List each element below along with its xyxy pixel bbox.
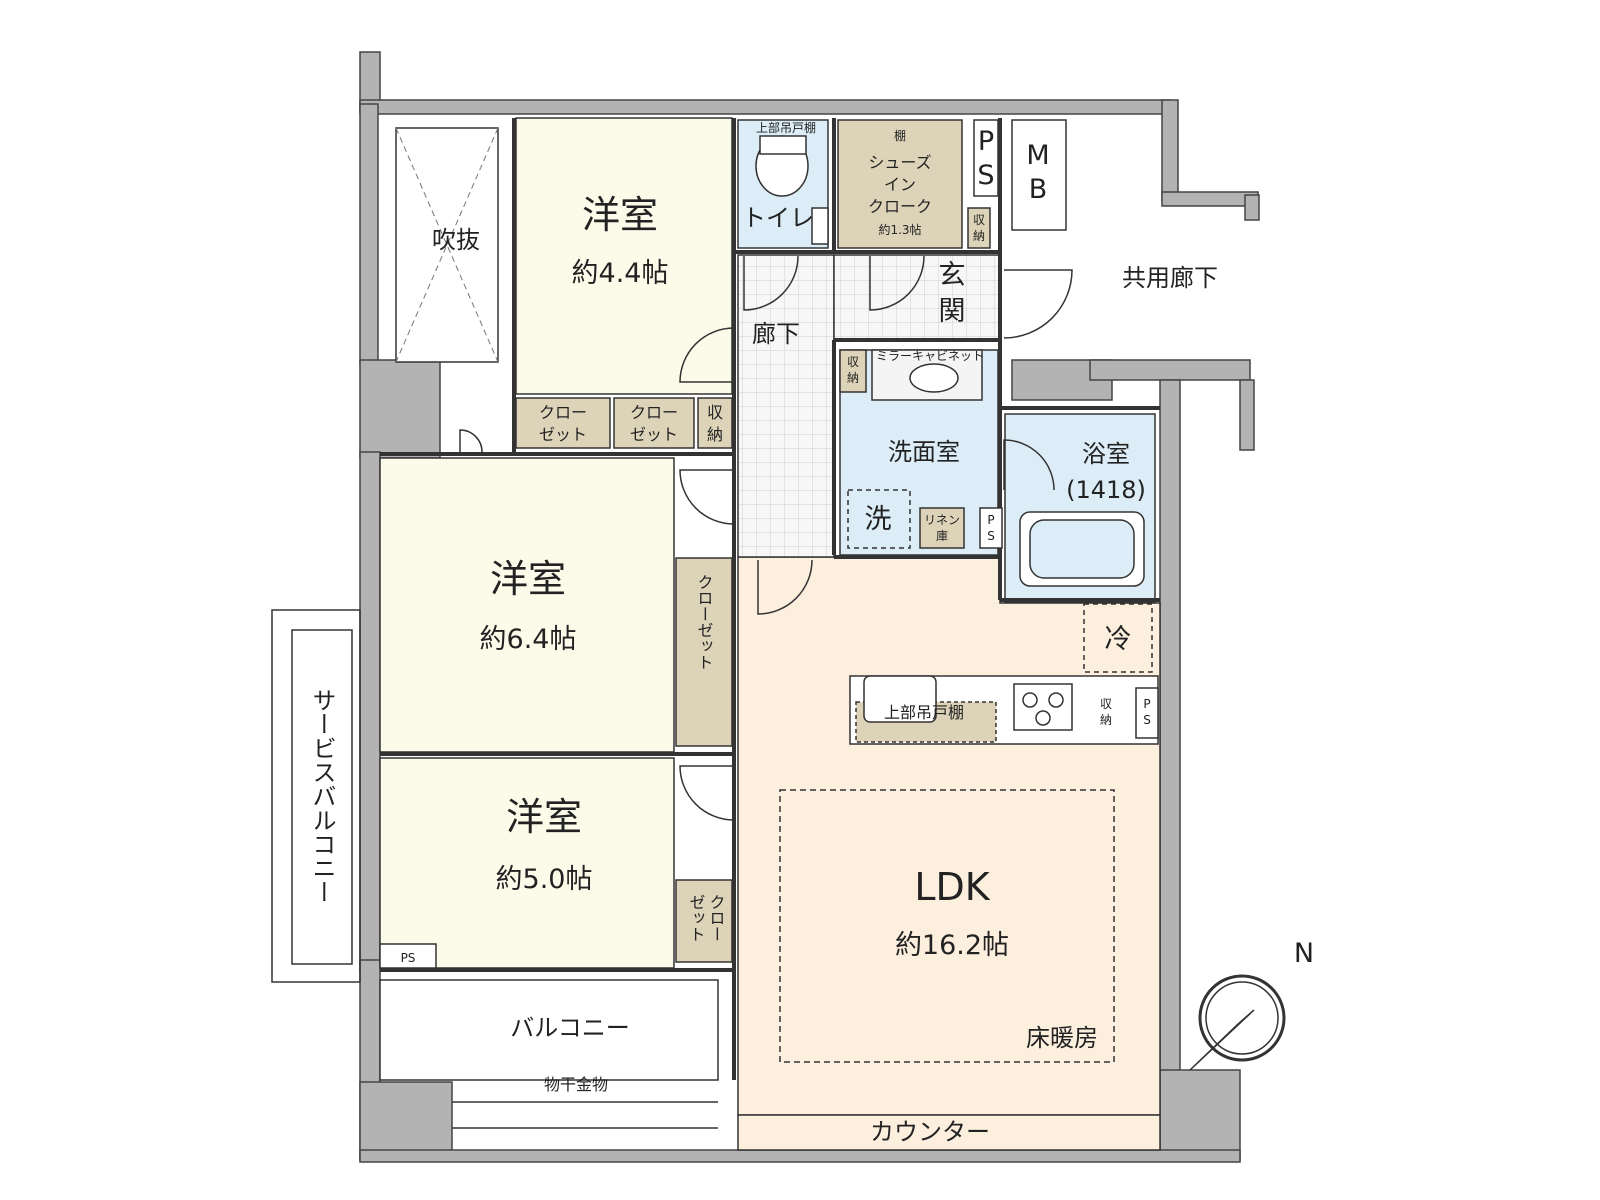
toilet-label: トイレ xyxy=(742,204,814,232)
ps-3-line1: P xyxy=(1143,697,1150,711)
interior-walls xyxy=(380,118,1160,1080)
closet-2-line1: クロー xyxy=(630,403,678,422)
ps-2-line2: S xyxy=(987,529,995,543)
linen-line2: 庫 xyxy=(936,529,948,543)
room-western-2-name: 洋室 xyxy=(490,557,566,601)
bathroom-label: 浴室 xyxy=(1082,440,1130,468)
kitchen-shelf-label: 上部吊戸棚 xyxy=(884,703,964,722)
closet-vertical-label: クローゼット xyxy=(695,574,714,670)
atrium xyxy=(395,127,499,363)
mb-line1: M xyxy=(1026,140,1049,171)
shoes-closet-line3: クローク xyxy=(868,197,932,216)
room-ldk-size: 約16.2帖 xyxy=(895,930,1009,961)
storage-2-line1: 収 xyxy=(847,355,859,369)
storage-4-line1: 収 xyxy=(1100,697,1112,711)
shoes-closet-line1: シューズ xyxy=(868,153,931,172)
storage-1-line2: 納 xyxy=(707,425,723,444)
atrium-label: 吹抜 xyxy=(432,226,480,254)
storage-3-line1: 収 xyxy=(973,213,985,227)
ps-2-line1: P xyxy=(987,513,994,527)
fridge-label: 冷 xyxy=(1105,624,1132,655)
balcony-label: バルコニー xyxy=(510,1014,630,1042)
floor-heating-note: 床暖房 xyxy=(1026,1024,1098,1052)
room-western-2-size: 約6.4帖 xyxy=(480,624,577,655)
closet-1-line2: ゼット xyxy=(539,425,587,444)
shoes-closet-size: 約1.3帖 xyxy=(878,222,921,237)
room-western-1-size: 約4.4帖 xyxy=(572,258,669,289)
closet-1-line1: クロー xyxy=(539,403,587,422)
storage-3-line2: 納 xyxy=(973,229,985,243)
room-ldk-name: LDK xyxy=(914,865,990,909)
drying-hardware-label: 物干金物 xyxy=(544,1075,608,1094)
laundry-label: 洗 xyxy=(865,504,892,535)
ps-3-line2: S xyxy=(1143,713,1151,727)
mb-line2: B xyxy=(1029,174,1048,205)
balconies xyxy=(271,609,719,1129)
room-western-3-size: 約5.0帖 xyxy=(496,864,593,895)
ps-4-label: PS xyxy=(401,951,416,965)
mirror-cabinet-label: ミラーキャビネット xyxy=(876,349,984,363)
closet-2-line2: ゼット xyxy=(630,425,678,444)
room-western-3-name: 洋室 xyxy=(506,795,582,839)
walls xyxy=(359,51,1260,1163)
ps-1-line1: P xyxy=(978,126,994,157)
room-western-1-name: 洋室 xyxy=(582,193,658,237)
fixtures xyxy=(379,119,1159,1063)
washroom-label: 洗面室 xyxy=(888,438,960,466)
doors xyxy=(459,255,1073,821)
ps-1-line2: S xyxy=(977,160,994,191)
counter-label: カウンター xyxy=(870,1118,990,1146)
shoes-shelf-label: 棚 xyxy=(894,128,906,143)
bathroom-size: (1418) xyxy=(1066,476,1146,504)
storage-4-line2: 納 xyxy=(1100,713,1112,727)
storage-2-line2: 納 xyxy=(847,371,859,385)
service-balcony-label: サービスバルコニー xyxy=(308,688,336,904)
storage-1-line1: 収 xyxy=(707,403,723,422)
toilet-shelf-label: 上部吊戸棚 xyxy=(756,120,816,135)
labels: 洋室 約4.4帖 洋室 約6.4帖 洋室 約5.0帖 LDK 約16.2帖 床暖… xyxy=(308,120,1314,1146)
corridor-label: 廊下 xyxy=(752,320,800,348)
closet-small-line2: ゼット xyxy=(687,894,706,942)
compass-north-label: N xyxy=(1294,938,1314,969)
entrance-line2: 関 xyxy=(939,296,966,327)
closet-small-line1: クロー xyxy=(707,894,726,942)
linen-line1: リネン xyxy=(924,513,960,527)
common-corridor-label: 共用廊下 xyxy=(1122,264,1218,292)
compass-icon xyxy=(1189,968,1296,1071)
entrance-line1: 玄 xyxy=(939,260,966,291)
shoes-closet-line2: イン xyxy=(884,175,916,194)
